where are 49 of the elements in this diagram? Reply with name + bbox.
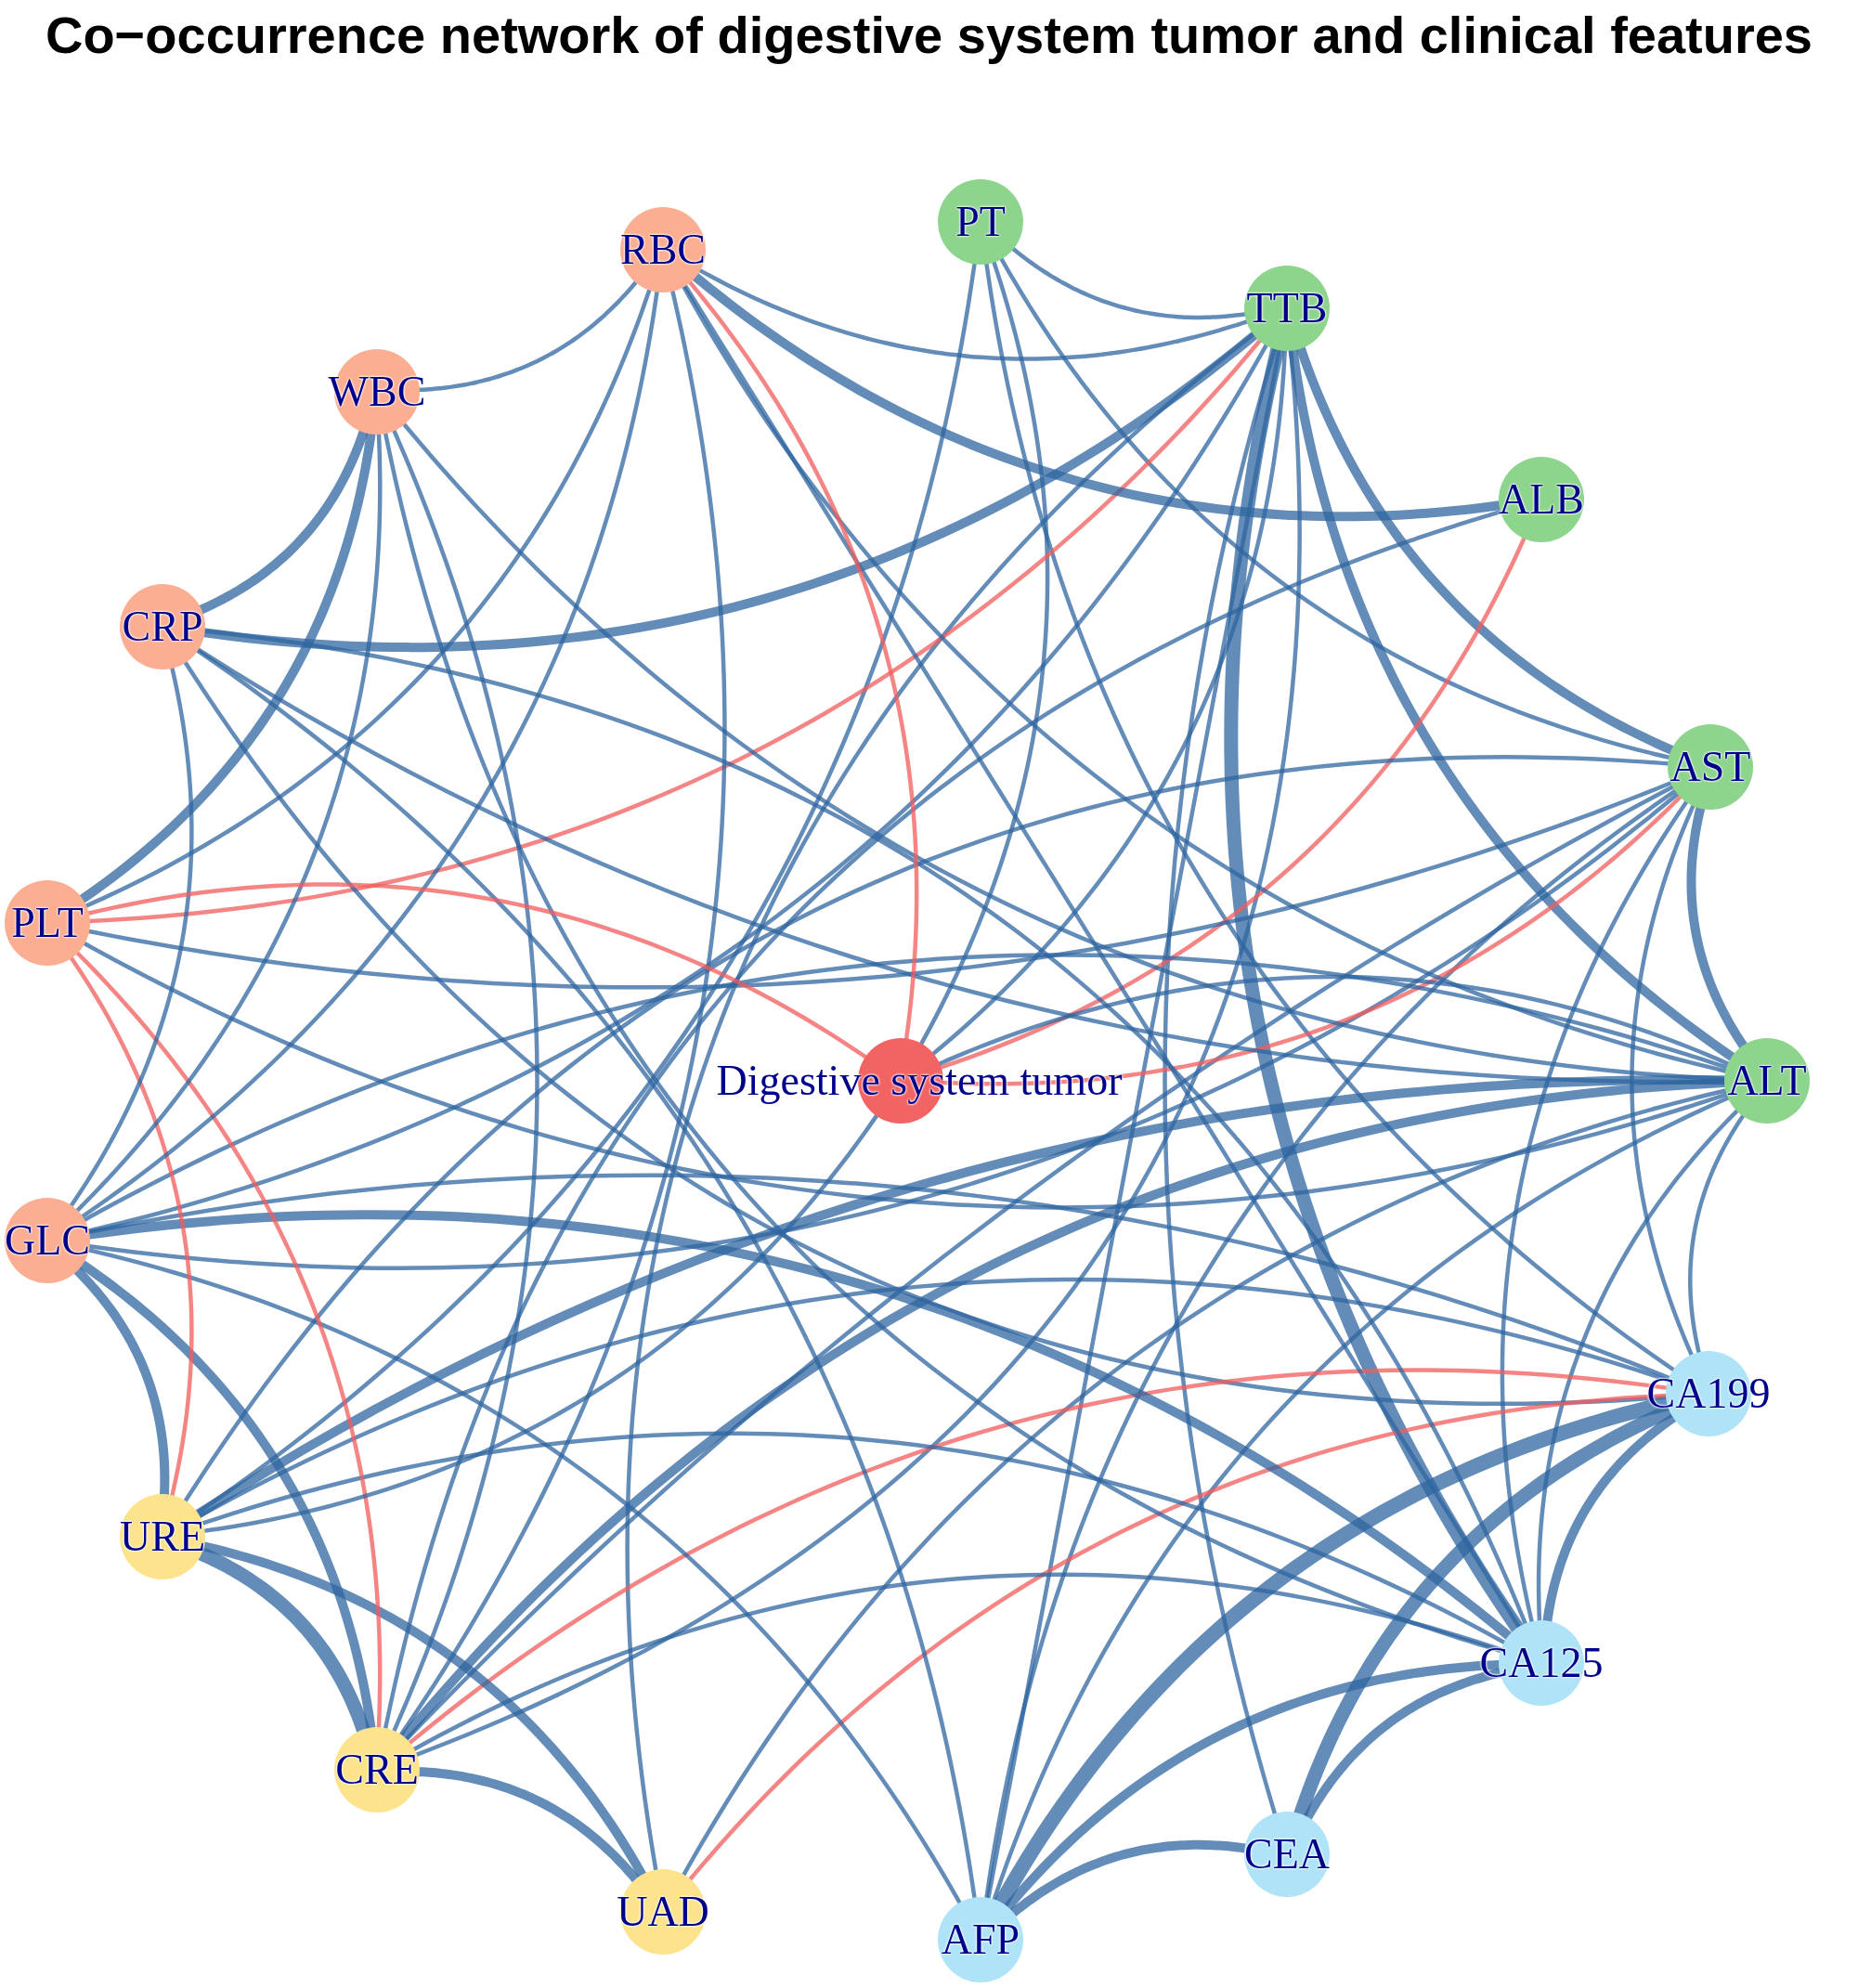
node-label: RBC [620,228,706,271]
connector-line [984,262,1676,1372]
connector-line [1500,799,1689,1624]
connector-line [625,331,1255,1872]
connector-line [392,428,539,1734]
connector-line [69,666,194,1208]
connector-line [992,1096,1731,1902]
node-label: URE [120,1515,205,1558]
connector-line [1688,1113,1746,1355]
connector-line [398,289,727,1737]
connector-line [697,268,1249,361]
node-label: TTB [1246,287,1328,330]
connector-line [80,290,659,1219]
connector-line [919,260,1050,1046]
connector-line [931,348,1287,1056]
chart-title: Co−occurrence network of digestive system tumor and clinical features [45,5,1813,66]
node-label: PLT [11,902,84,944]
connector-line [937,974,1731,1066]
node-label: WBC [328,370,426,413]
connector-line [1163,346,1278,1816]
node-label: UAD [617,1891,709,1933]
node-label: GLC [5,1219,90,1262]
connector-line [999,256,1671,760]
connector-line [939,536,1527,1070]
node-label: CA125 [1479,1642,1604,1684]
node-label: AST [1670,746,1751,788]
node-label: ALB [1499,478,1584,521]
node-label: CRP [122,605,203,648]
node-circle [1724,1038,1810,1124]
connector-line [683,283,1521,1630]
connector-line [984,788,1678,1900]
node-label: AFP [941,1918,1020,1961]
connector-line [682,1088,1728,1878]
node-label: ALT [1727,1059,1807,1102]
connector-line [414,348,1302,1757]
connector-line [986,347,1281,1901]
connector-line [84,288,652,908]
connector-line [1630,803,1696,1358]
node-label: CA199 [1646,1372,1771,1415]
connector-line [86,882,868,1059]
connector-line [195,648,977,1900]
node-label: CRE [335,1748,419,1791]
node-label: CEA [1244,1833,1330,1876]
connector-line [75,951,383,1730]
node-label: PT [955,201,1006,243]
connector-line [69,955,194,1498]
connector-line [1536,1109,1739,1623]
connector-line [688,280,919,1041]
connector-line [75,432,383,1213]
